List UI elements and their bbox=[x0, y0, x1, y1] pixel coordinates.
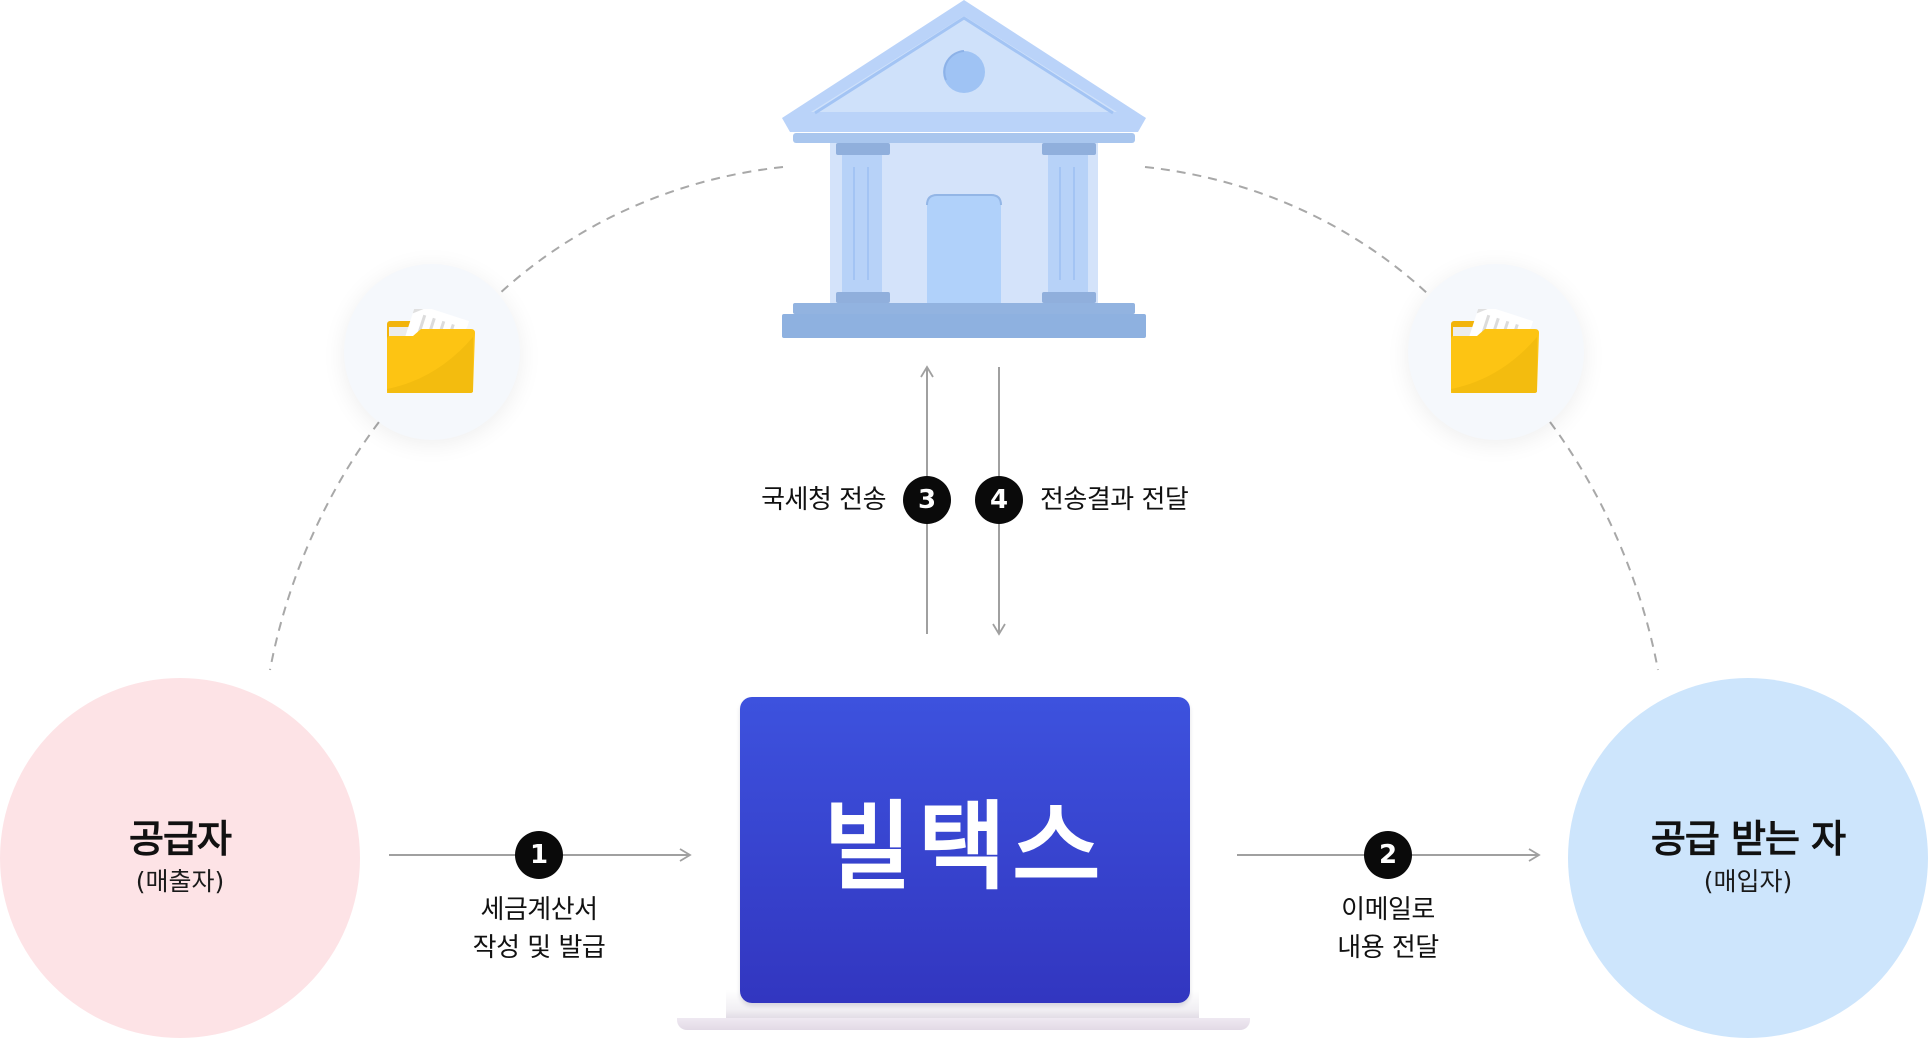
step-4-badge: 4 bbox=[975, 476, 1023, 524]
folder-document-icon bbox=[387, 309, 475, 393]
step-4-label: 전송결과 전달 bbox=[1040, 485, 1189, 515]
document-node-right bbox=[1408, 264, 1584, 440]
buyer-node: 공급 받는 자 (매입자) bbox=[1568, 678, 1928, 1038]
supplier-title: 공급자 bbox=[129, 817, 232, 861]
step-2-caption-line2: 내용 전달 bbox=[1337, 933, 1439, 963]
document-node-left bbox=[344, 264, 520, 440]
step-1-caption-line2: 작성 및 발급 bbox=[472, 933, 606, 963]
folder-document-icon bbox=[1451, 309, 1539, 393]
dashed-arc-left-upper bbox=[498, 166, 784, 295]
dashed-arc-right-upper bbox=[1144, 166, 1429, 295]
platform-logo: 빌택스 bbox=[823, 791, 1107, 903]
dashed-arc-left-lower bbox=[269, 421, 380, 671]
platform-screen: 빌택스 bbox=[740, 697, 1190, 1003]
step-1-badge: 1 bbox=[515, 831, 563, 879]
supplier-node: 공급자 (매출자) bbox=[0, 678, 360, 1038]
step-1-caption-line1: 세금계산서 bbox=[480, 895, 598, 925]
step-2-caption: 이메일로 내용 전달 bbox=[1337, 891, 1439, 967]
laptop-base bbox=[677, 1018, 1250, 1030]
buyer-title: 공급 받는 자 bbox=[1650, 817, 1846, 861]
step-2-badge: 2 bbox=[1364, 831, 1412, 879]
step-3-label: 국세청 전송 bbox=[761, 485, 886, 515]
supplier-subtitle: (매출자) bbox=[135, 867, 225, 896]
step-3-badge: 3 bbox=[903, 476, 951, 524]
buyer-subtitle: (매입자) bbox=[1703, 867, 1793, 896]
step-2-caption-line1: 이메일로 bbox=[1341, 895, 1435, 925]
step-1-caption: 세금계산서 작성 및 발급 bbox=[473, 891, 606, 967]
dashed-arc-right-lower bbox=[1549, 421, 1659, 671]
government-building-icon bbox=[782, 0, 1146, 338]
